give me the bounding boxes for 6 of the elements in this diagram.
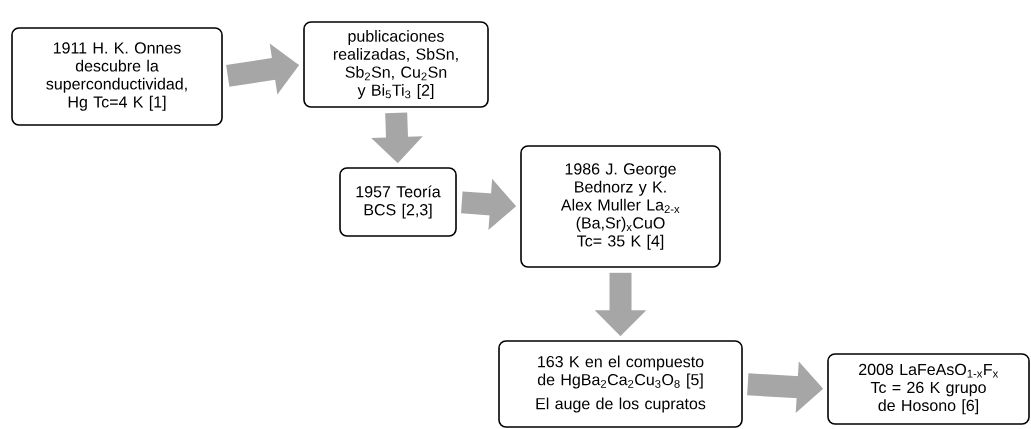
process-box: 1911 H. K. Onnes descubre la superconductividad, Hg Tc=4 K [1]	[11, 27, 223, 126]
process-box: 2008 LaFeAsO$_{1-x}$F$_{x}$ Tc = 26 K grupo de Hosono [6]	[827, 353, 1030, 425]
process-box: 1957 Teoría BCS [2,3]	[339, 167, 457, 237]
process-box: 1986 J. George Bednorz y K. Alex Muller La$_{2-x}$ (Ba,Sr)$_{x}$CuO Tc= 35 K [4]	[520, 145, 721, 268]
process-box: publicaciones realizadas, SbSn, Sb$_{2}$Sn, Cu$_{2}$Sn y Bi$_{5}$Ti$_{3}$ [2]	[303, 21, 489, 108]
process-box: 163 K en el compuesto de HgBa$_{2}$Ca$_{2}$Cu$_{3}$O$_{8}$ [5] El auge de los cupratos	[498, 340, 743, 428]
